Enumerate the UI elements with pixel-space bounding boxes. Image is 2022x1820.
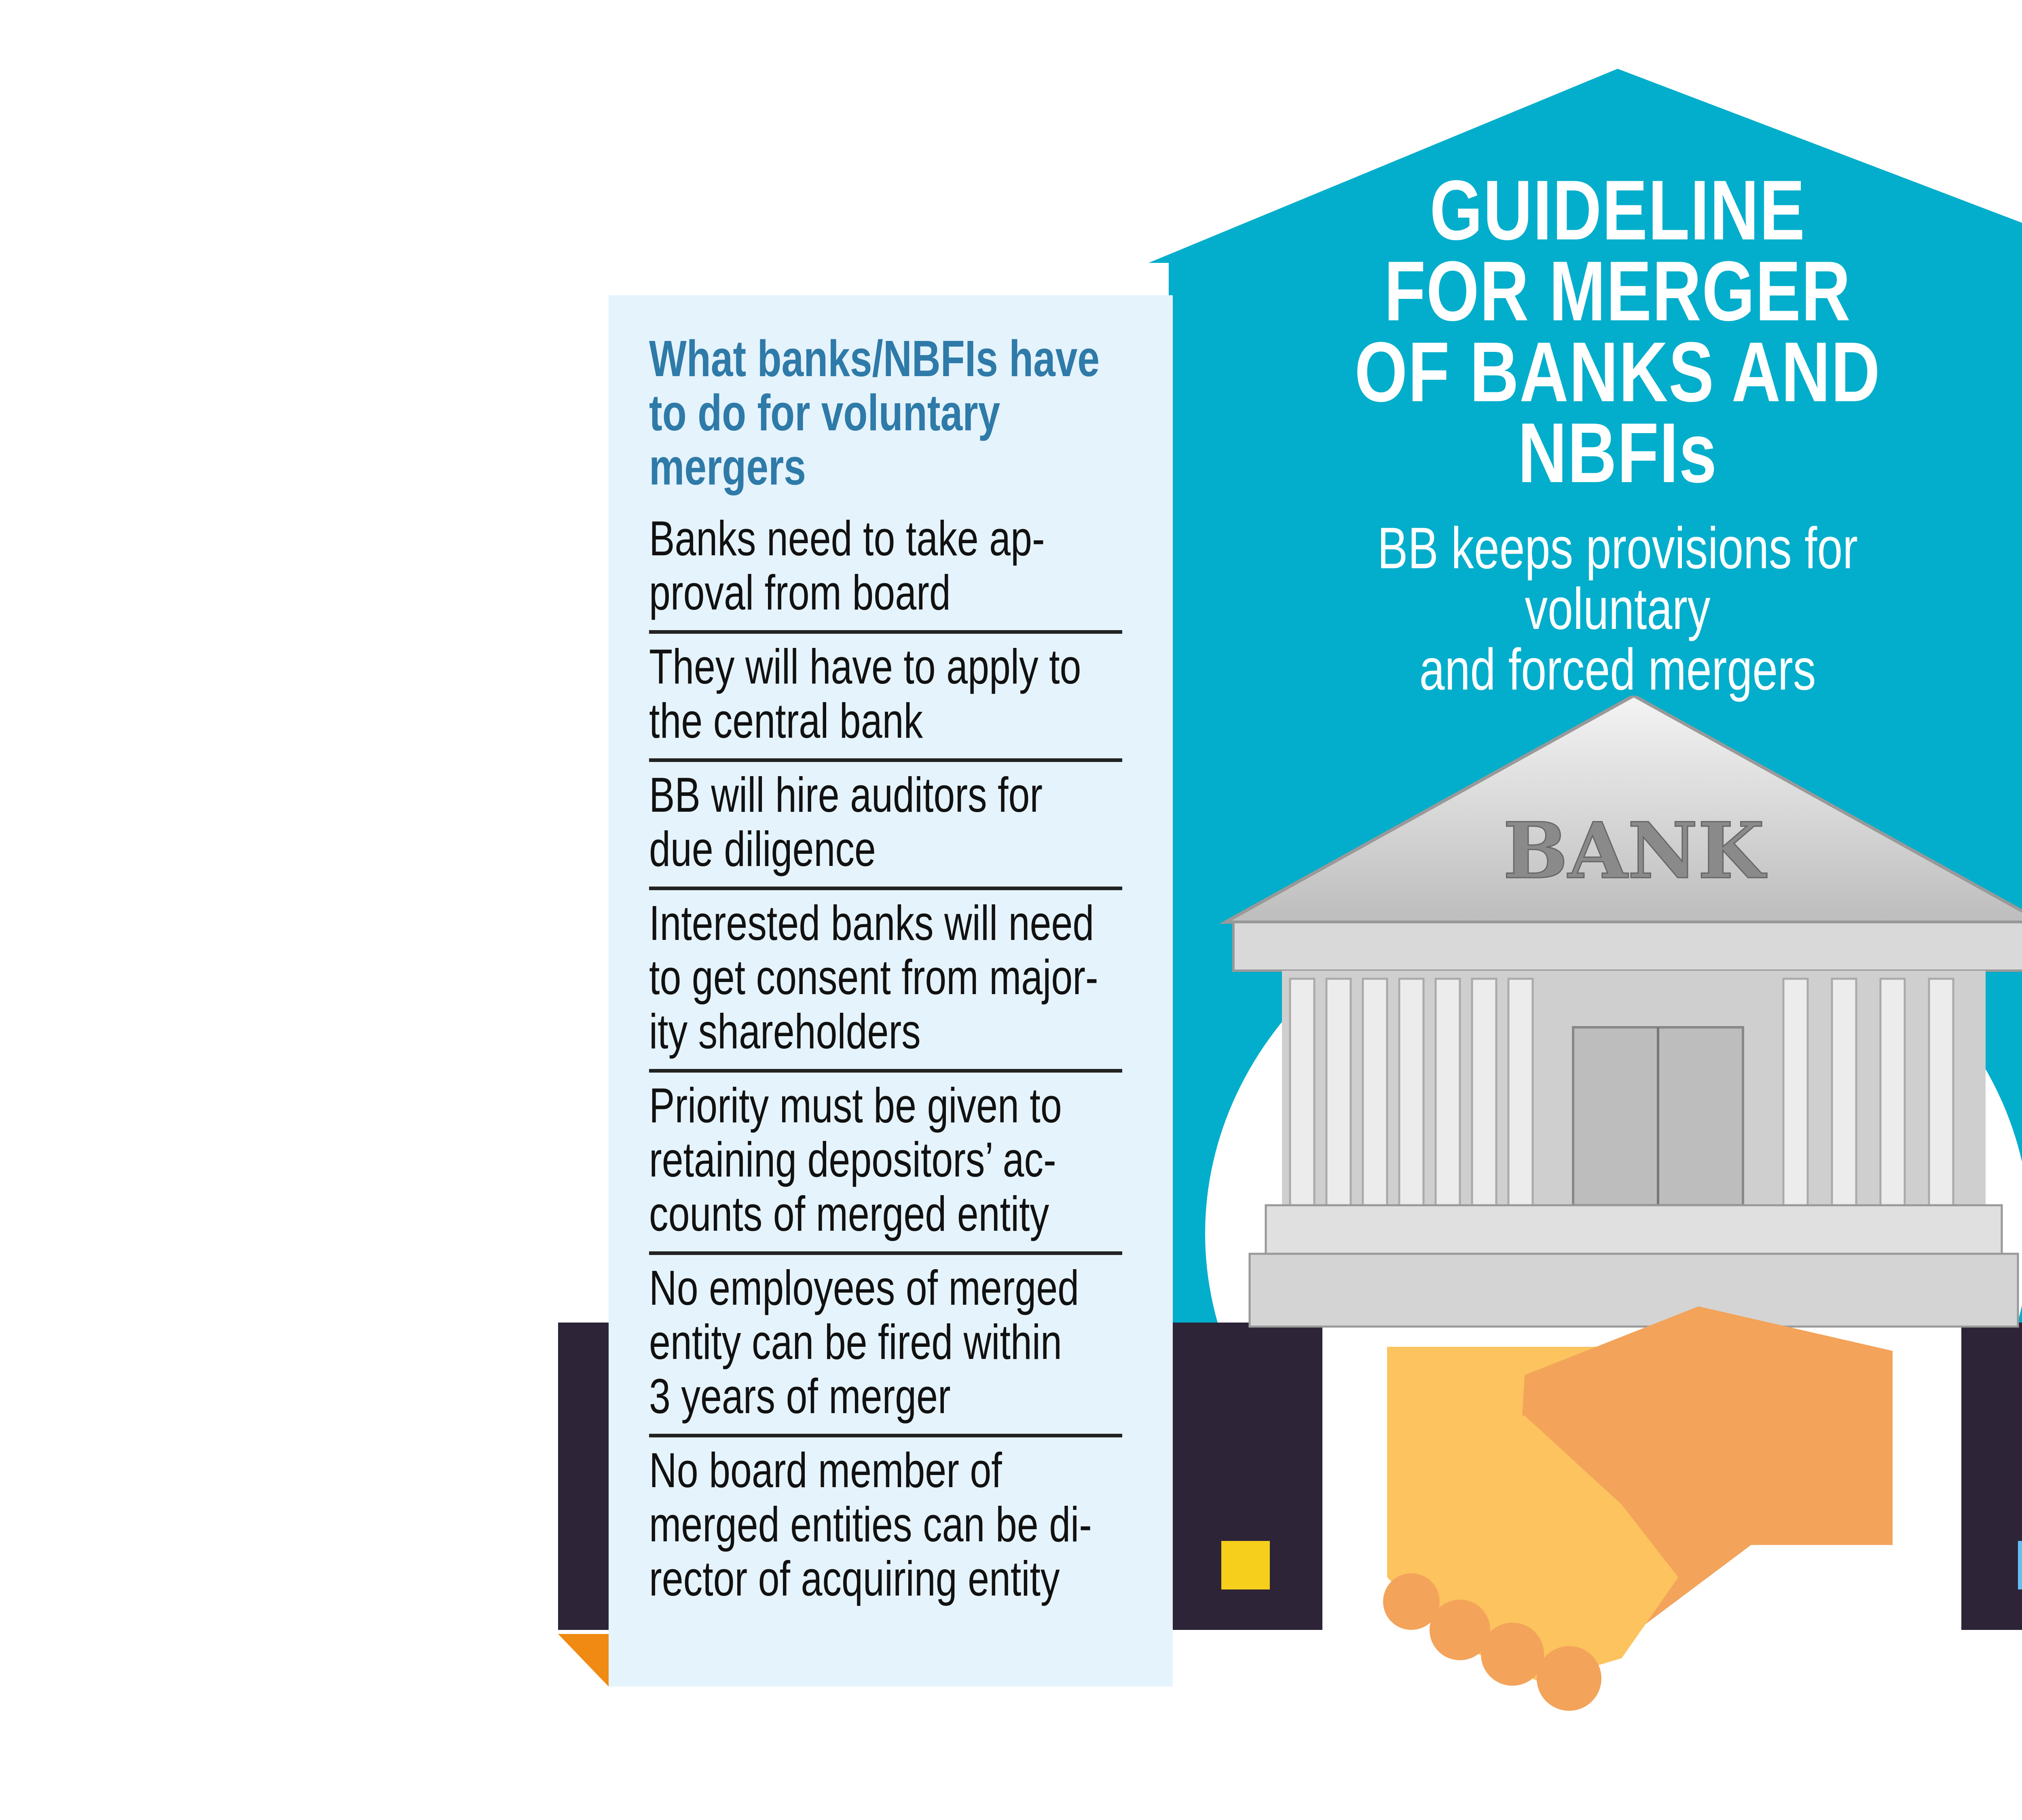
heading-line: to do for voluntary xyxy=(649,384,1000,441)
subtitle-line: and forced mergers xyxy=(1419,637,1816,702)
left-cuff-button xyxy=(1221,1541,1270,1589)
list-item: Interested banks will need to get consen… xyxy=(649,890,1122,1073)
list-item: BB will hire auditors for due diligence xyxy=(649,762,1122,890)
item-text: Priority must be given to retaining depo… xyxy=(649,1078,1062,1241)
title-line: FOR MERGER xyxy=(1384,243,1851,339)
heading-line: What banks/NBFIs have xyxy=(649,330,1100,387)
bank-sign: BANK xyxy=(1503,806,1767,896)
title-line: OF BANKS AND xyxy=(1354,324,1881,419)
list-item: Priority must be given to retaining depo… xyxy=(649,1073,1122,1255)
right-sleeve xyxy=(1961,1323,2022,1630)
requirements-list: Banks need to take ap- proval from board… xyxy=(649,506,1122,1616)
list-item: Banks need to take ap- proval from board xyxy=(649,506,1122,634)
item-text: Banks need to take ap- proval from board xyxy=(649,511,1045,620)
page-title: GUIDELINE FOR MERGER OF BANKS AND NBFIs xyxy=(1278,163,1957,500)
title-line: NBFIs xyxy=(1518,405,1717,500)
right-cuff-button xyxy=(2018,1541,2022,1589)
heading-line: mergers xyxy=(649,438,806,495)
panel-heading: What banks/NBFIs have to do for voluntar… xyxy=(649,332,1100,494)
voluntary-mergers-panel: What banks/NBFIs have to do for voluntar… xyxy=(609,295,1173,1687)
bank-building-icon: BANK xyxy=(1219,696,2022,1328)
item-text: They will have to apply to the central b… xyxy=(649,639,1081,748)
list-item: They will have to apply to the central b… xyxy=(649,634,1122,762)
subtitle-line: BB keeps provisions for voluntary xyxy=(1377,515,1858,641)
item-text: Interested banks will need to get consen… xyxy=(649,895,1098,1059)
list-item: No board member of merged entities can b… xyxy=(649,1437,1122,1616)
list-item: No employees of merged entity can be fir… xyxy=(649,1255,1122,1437)
item-text: BB will hire auditors for due diligence xyxy=(649,767,1043,876)
title-line: GUIDELINE xyxy=(1430,163,1806,258)
item-text: No board member of merged entities can b… xyxy=(649,1443,1092,1606)
subtitle: BB keeps provisions for voluntary and fo… xyxy=(1286,518,1949,700)
handshake-icon xyxy=(1383,1306,1893,1711)
item-text: No employees of merged entity can be fir… xyxy=(649,1260,1079,1424)
